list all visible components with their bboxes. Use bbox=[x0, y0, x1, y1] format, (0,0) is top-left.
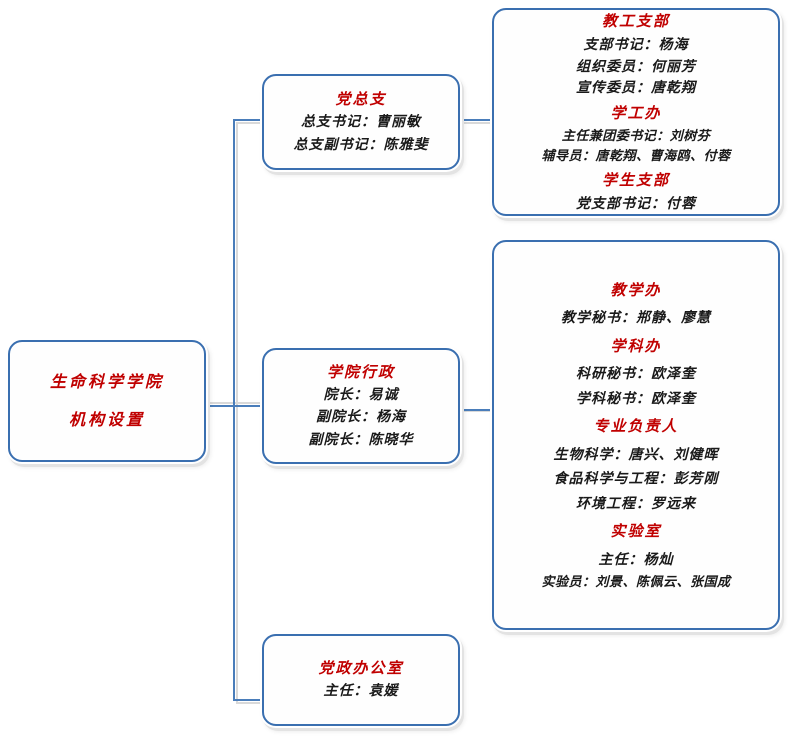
admin-stub-shadow bbox=[236, 402, 266, 404]
program-leader-biology: 生物科学：唐兴、刘健晖 bbox=[553, 446, 719, 463]
admin-section: 学院行政 院长：易诚 副院长：杨海 副院长：陈晓华 bbox=[272, 361, 450, 451]
trunk-to-party-line bbox=[233, 119, 265, 121]
party-section: 党总支 总支书记：曹丽敏 总支副书记：陈雅斐 bbox=[272, 88, 450, 156]
laboratory-section: 实验室 主任：杨灿 实验员：刘景、陈佩云、张国成 bbox=[502, 516, 770, 595]
program-leader-environmental: 环境工程：罗远来 bbox=[576, 495, 696, 512]
node-party-government-office[interactable]: 党政办公室 主任：袁媛 bbox=[262, 634, 460, 726]
discipline-office-secretary: 学科秘书：欧泽奎 bbox=[576, 390, 696, 407]
student-affairs-header: 学工办 bbox=[610, 104, 662, 123]
office-director: 主任：袁媛 bbox=[323, 683, 399, 700]
root-section: 生命科学学院 机构设置 bbox=[18, 363, 196, 440]
teaching-office-header: 教学办 bbox=[610, 280, 662, 299]
faculty-branch-org-member: 组织委员：何丽芳 bbox=[576, 58, 696, 75]
node-administration-detail[interactable]: 教学办 教学秘书：郱静、廖慧 学科办 科研秘书：欧泽奎 学科秘书：欧泽奎 专业负… bbox=[492, 240, 780, 630]
node-party-committee[interactable]: 党总支 总支书记：曹丽敏 总支副书记：陈雅斐 bbox=[262, 74, 460, 170]
program-leaders-header: 专业负责人 bbox=[593, 417, 679, 436]
teaching-office-section: 教学办 教学秘书：郱静、廖慧 bbox=[502, 275, 770, 331]
admin-to-admin-detail-line bbox=[457, 409, 495, 411]
admin-line-vice-dean-2: 副院长：陈晓华 bbox=[308, 431, 414, 448]
admin-line-dean: 院长：易诚 bbox=[323, 387, 399, 404]
admin-to-detail-shadow bbox=[460, 410, 496, 412]
discipline-office-header: 学科办 bbox=[610, 336, 662, 355]
root-title-line1: 生命科学学院 bbox=[49, 371, 164, 391]
office-section: 党政办公室 主任：袁媛 bbox=[272, 657, 450, 703]
trunk-to-office-line bbox=[233, 699, 265, 701]
program-leader-food-science: 食品科学与工程：彭芳刚 bbox=[553, 471, 719, 488]
student-branch-header: 学生支部 bbox=[601, 171, 670, 190]
faculty-branch-header: 教工支部 bbox=[601, 11, 670, 30]
root-title-line2: 机构设置 bbox=[68, 410, 145, 429]
node-party-detail[interactable]: 教工支部 支部书记：杨海 组织委员：何丽芳 宣传委员：唐乾翔 学工办 主任兼团委… bbox=[492, 8, 780, 216]
party-to-detail-shadow bbox=[460, 122, 496, 124]
party-to-party-detail-line bbox=[457, 119, 495, 121]
trunk-to-admin-line bbox=[233, 405, 265, 407]
node-root-institution[interactable]: 生命科学学院 机构设置 bbox=[8, 340, 206, 462]
student-affairs-counselors: 辅导员：唐乾翔、曹海鸥、付蓉 bbox=[541, 149, 731, 165]
faculty-branch-secretary: 支部书记：杨海 bbox=[583, 36, 689, 53]
party-line-deputy-secretary: 总支副书记：陈雅斐 bbox=[293, 136, 429, 153]
program-leaders-section: 专业负责人 生物科学：唐兴、刘健晖 食品科学与工程：彭芳刚 环境工程：罗远来 bbox=[502, 411, 770, 516]
teaching-office-secretaries: 教学秘书：郱静、廖慧 bbox=[561, 310, 711, 327]
student-branch-secretary: 党支部书记：付蓉 bbox=[576, 196, 696, 213]
discipline-office-section: 学科办 科研秘书：欧泽奎 学科秘书：欧泽奎 bbox=[502, 331, 770, 412]
laboratory-technicians: 实验员：刘景、陈佩云、张国成 bbox=[541, 575, 731, 591]
faculty-branch-publicity-member: 宣传委员：唐乾翔 bbox=[576, 80, 696, 97]
trunk-vertical-line bbox=[233, 119, 235, 701]
office-header: 党政办公室 bbox=[318, 659, 404, 678]
faculty-branch-section: 教工支部 支部书记：杨海 组织委员：何丽芳 宣传委员：唐乾翔 bbox=[502, 8, 770, 100]
party-stub-shadow bbox=[236, 122, 266, 124]
party-line-secretary: 总支书记：曹丽敏 bbox=[301, 114, 421, 131]
student-affairs-section: 学工办 主任兼团委书记：刘树芬 辅导员：唐乾翔、曹海鸥、付蓉 bbox=[502, 100, 770, 167]
laboratory-director: 主任：杨灿 bbox=[598, 551, 674, 568]
admin-header: 学院行政 bbox=[326, 362, 395, 381]
admin-line-vice-dean-1: 副院长：杨海 bbox=[316, 409, 406, 426]
trunk-vertical-shadow bbox=[236, 122, 238, 704]
party-header: 党总支 bbox=[335, 89, 387, 108]
office-stub-shadow bbox=[236, 702, 266, 704]
student-affairs-director: 主任兼团委书记：刘树芬 bbox=[561, 129, 711, 145]
laboratory-header: 实验室 bbox=[610, 522, 662, 541]
student-branch-section: 学生支部 党支部书记：付蓉 bbox=[502, 167, 770, 216]
node-college-administration[interactable]: 学院行政 院长：易诚 副院长：杨海 副院长：陈晓华 bbox=[262, 348, 460, 464]
discipline-research-secretary: 科研秘书：欧泽奎 bbox=[576, 366, 696, 383]
